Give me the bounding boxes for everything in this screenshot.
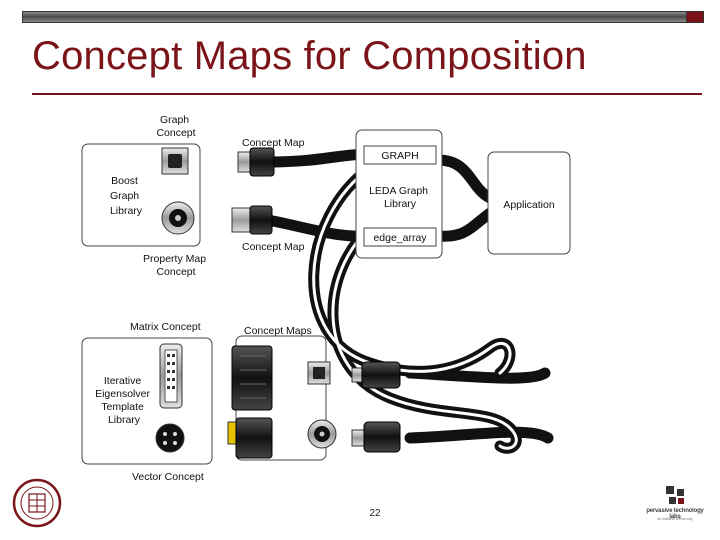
graph-port (363, 145, 437, 165)
property-map-line-2: Concept (156, 266, 195, 278)
concept-map-plug-top (237, 147, 275, 177)
page-number: 22 (369, 508, 381, 519)
cable-end-plug-2 (351, 421, 401, 453)
application-box (487, 151, 571, 255)
lab-logo-subtext: at indiana university (657, 516, 693, 521)
graph-concept-line-2: Concept (156, 127, 195, 139)
lab-logo-icon (666, 486, 684, 504)
graph-concept-line-1: Graph (160, 114, 189, 126)
leda-line-1: LEDA Graph (369, 185, 428, 197)
concept-map-diagram: Boost Graph Library Graph Concept Proper… (81, 114, 571, 483)
concept-map-plug-bottom (231, 205, 273, 235)
top-decorative-bar (22, 11, 704, 23)
boost-line-2: Graph (110, 190, 139, 202)
ietl-line-4: Library (108, 414, 141, 426)
matrix-concept-label: Matrix Concept (130, 321, 201, 333)
vector-concept-label: Vector Concept (132, 471, 204, 483)
application-label: Application (503, 199, 555, 211)
ietl-line-1: Iterative (104, 375, 142, 387)
title-rule (32, 93, 702, 95)
concept-map-bottom-label: Concept Map (242, 241, 305, 253)
cable-end-plug-1 (351, 361, 401, 389)
vector-socket (155, 423, 185, 453)
lab-logo-text: pervasive technology labs (646, 508, 704, 520)
cable-loop-2 (327, 222, 522, 454)
property-map-concept-label: Property Map Concept (143, 253, 209, 278)
graph-port-label: GRAPH (381, 150, 418, 162)
concept-maps-label: Concept Maps (244, 325, 312, 337)
concept-map-top-label: Concept Map (242, 137, 305, 149)
matrix-socket (159, 343, 183, 409)
ietl-line-2: Eigensolver (95, 388, 150, 400)
boost-line-3: Library (110, 205, 143, 217)
vector-adapter-plug (227, 417, 273, 459)
cable-top-left (264, 148, 376, 168)
cable-extension-2 (404, 426, 554, 444)
ietl-library-label: Iterative Eigensolver Template Library (95, 375, 153, 426)
ietl-line-3: Template (101, 401, 144, 413)
university-seal (12, 478, 62, 528)
graph-concept-label: Graph Concept (156, 114, 195, 139)
boost-library-label: Boost Graph Library (110, 175, 143, 217)
boost-line-1: Boost (111, 175, 138, 187)
edge-array-port (363, 227, 437, 247)
cable-top-right (432, 154, 496, 204)
cable-extension (404, 367, 551, 384)
matrix-adapter-plug (231, 345, 273, 411)
leda-library-label: LEDA Graph Library (369, 185, 431, 210)
top-bar-accent (686, 11, 704, 23)
leda-line-2: Library (384, 198, 417, 210)
slide-title: Concept Maps for Composition (32, 34, 587, 78)
edge-array-label: edge_array (373, 232, 427, 244)
cable-bottom-right (432, 207, 496, 242)
property-map-line-1: Property Map (143, 253, 206, 265)
